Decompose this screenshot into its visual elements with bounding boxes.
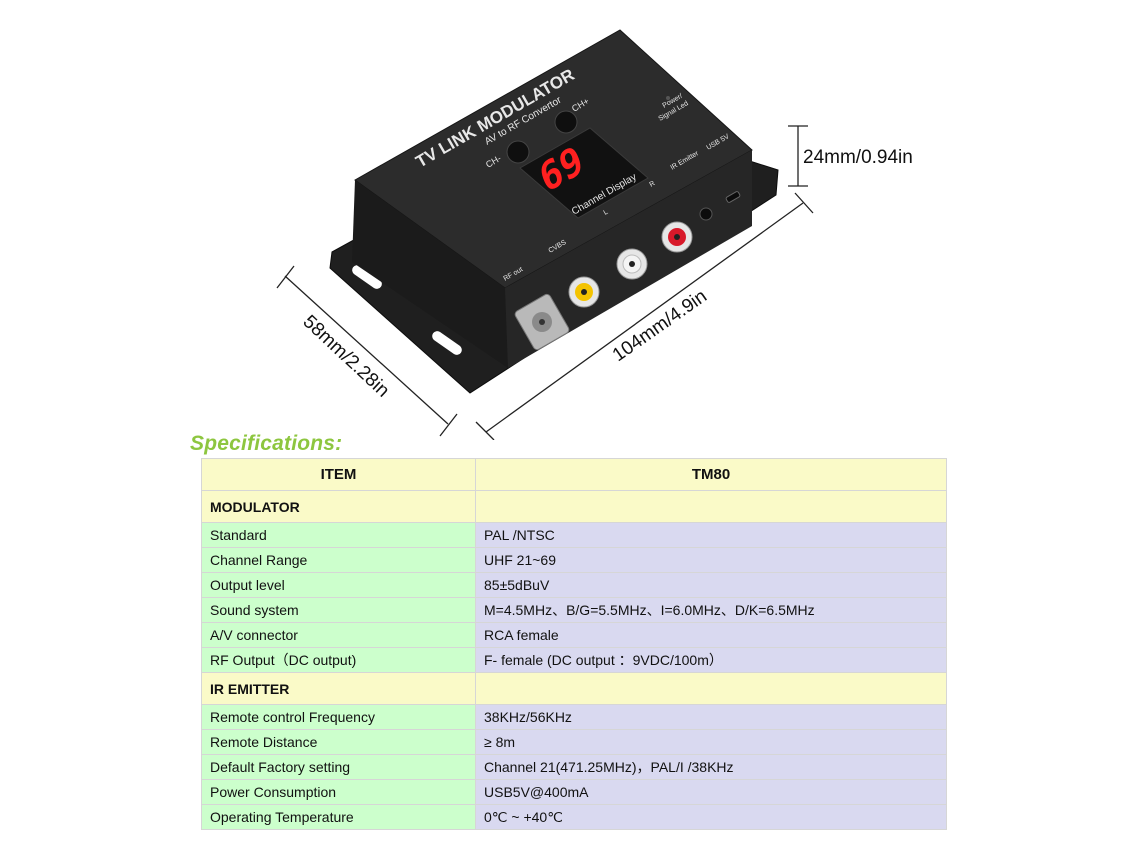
spec-value: RCA female <box>475 622 947 648</box>
section-title: IR EMITTER <box>201 672 476 705</box>
spec-key: Power Consumption <box>201 779 476 805</box>
mount-slot-2 <box>432 331 462 355</box>
rf-out-connector[interactable] <box>514 293 571 351</box>
width-dimension-label: 58mm/2.28in <box>299 311 394 401</box>
l-label: L <box>603 209 610 217</box>
spec-key: Output level <box>201 572 476 598</box>
audio-l-rca-jack[interactable] <box>616 248 648 280</box>
device-side-left <box>352 180 508 368</box>
mount-slot-1 <box>352 265 382 289</box>
specifications-title: Specifications: <box>190 432 343 455</box>
spec-value: ≥ 8m <box>475 729 947 755</box>
section-row: IR EMITTER <box>201 672 947 705</box>
spec-value: Channel 21(471.25MHz)，PAL/I /38KHz <box>475 754 947 780</box>
section-title: MODULATOR <box>201 490 476 523</box>
section-spacer <box>475 490 947 523</box>
spec-key: Remote control Frequency <box>201 704 476 730</box>
header-item: ITEM <box>201 458 476 491</box>
length-dimension <box>475 192 814 440</box>
spec-value: UHF 21~69 <box>475 547 947 573</box>
r-label: R <box>649 180 657 189</box>
height-dimension-label: 24mm/0.94in <box>803 147 913 168</box>
spec-key: Channel Range <box>201 547 476 573</box>
usb-port[interactable] <box>725 191 741 203</box>
power-led <box>666 96 670 100</box>
ch-plus-button[interactable] <box>554 110 578 134</box>
spec-value: USB5V@400mA <box>475 779 947 805</box>
spec-key: Operating Temperature <box>201 804 476 830</box>
cvbs-rca-jack[interactable] <box>568 276 600 308</box>
spec-key: Sound system <box>201 597 476 623</box>
spec-key: Remote Distance <box>201 729 476 755</box>
spec-value: M=4.5MHz、B/G=5.5MHz、I=6.0MHz、D/K=6.5MHz <box>475 597 947 623</box>
spec-value: 0℃ ~ +40℃ <box>475 804 947 830</box>
ch-minus-button[interactable] <box>506 140 530 164</box>
section-spacer <box>475 672 947 705</box>
height-dimension <box>788 125 808 187</box>
spec-value: PAL /NTSC <box>475 522 947 548</box>
table-header-row: ITEM TM80 <box>201 458 947 491</box>
product-photo: TV LINK MODULATOR AV to RF Convertor CH-… <box>276 29 913 440</box>
spec-key: A/V connector <box>201 622 476 648</box>
audio-r-rca-jack[interactable] <box>661 221 693 253</box>
section-row: MODULATOR <box>201 490 947 523</box>
channel-display <box>519 127 649 219</box>
spec-key: Default Factory setting <box>201 754 476 780</box>
spec-key: RF Output（DC output) <box>201 647 476 673</box>
spec-value: F- female (DC output ：9VDC/100m） <box>475 647 947 673</box>
header-model: TM80 <box>475 458 947 491</box>
ir-emitter-jack[interactable] <box>699 207 713 221</box>
spec-value: 85±5dBuV <box>475 572 947 598</box>
spec-key: Standard <box>201 522 476 548</box>
table-row: Remote Distance≥ 8m <box>201 729 947 755</box>
width-dimension <box>276 265 458 437</box>
spec-value: 38KHz/56KHz <box>475 704 947 730</box>
table-row: RF Output（DC output)F- female (DC output… <box>201 647 947 673</box>
